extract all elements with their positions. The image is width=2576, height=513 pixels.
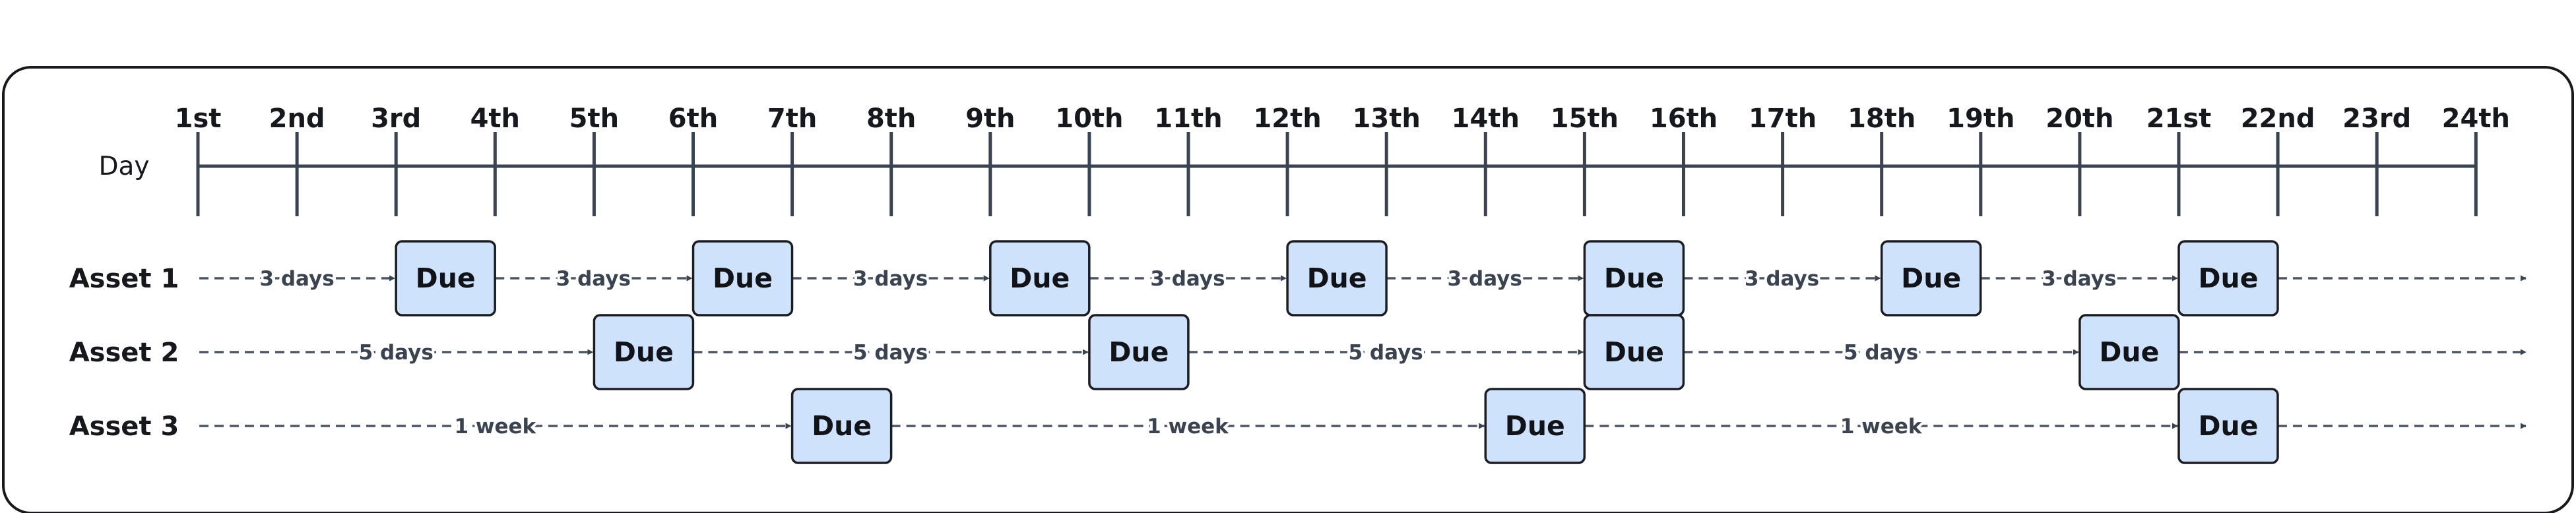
tick-label: 9th — [965, 104, 1015, 134]
interval-label: 5 days — [359, 341, 434, 365]
interval-label: 1 week — [1147, 415, 1229, 438]
interval-label: 3 days — [853, 267, 928, 291]
tick-label: 21st — [2146, 104, 2212, 134]
due-label: Due — [1505, 410, 1565, 442]
tick-label: 17th — [1749, 104, 1817, 134]
due-label: Due — [713, 262, 773, 294]
due-box — [2078, 314, 2180, 390]
tick-label: 20th — [2045, 104, 2113, 134]
due-marker: Due — [1583, 314, 1685, 390]
due-label: Due — [416, 262, 476, 294]
due-label: Due — [2099, 336, 2159, 368]
interval-label: 1 week — [1840, 415, 1923, 438]
due-marker: Due — [692, 240, 794, 317]
due-marker: Due — [2078, 314, 2180, 390]
due-label: Due — [614, 336, 674, 368]
tick-label: 3rd — [371, 104, 421, 134]
tick-label: 12th — [1253, 104, 1321, 134]
due-box — [1484, 388, 1586, 464]
due-label: Due — [1109, 336, 1169, 368]
tick-label: 23rd — [2342, 104, 2411, 134]
timeline-ticks: 1st 2nd 3rd 4th 5th 6th 7th 8th 9th 10th 11th 12th 1… — [175, 104, 2510, 216]
tick-label: 1st — [175, 104, 222, 134]
due-box — [2177, 388, 2279, 464]
tick-label: 7th — [767, 104, 817, 134]
due-marker: Due — [1583, 240, 1685, 317]
due-box — [1286, 240, 1388, 317]
asset-row: Asset 1 3 days 3 days 3 days 3 days 3 days 3 d… — [69, 240, 2527, 317]
asset-rows: Asset 1 3 days 3 days 3 days 3 days 3 days 3 d… — [69, 240, 2527, 464]
due-box — [2177, 240, 2279, 317]
due-box — [1088, 314, 1190, 390]
asset-label: Asset 1 — [69, 264, 179, 294]
due-label: Due — [2198, 410, 2258, 442]
due-marker: Due — [395, 240, 496, 317]
asset-row: Asset 3 1 week 1 week 1 week Due Due Due — [69, 388, 2527, 464]
due-label: Due — [1604, 262, 1664, 294]
tick-label: 14th — [1452, 104, 1520, 134]
interval-label: 3 days — [1745, 267, 1819, 291]
due-box — [593, 314, 695, 390]
tick-label: 8th — [866, 104, 916, 134]
due-label: Due — [812, 410, 872, 442]
asset-label: Asset 3 — [69, 411, 179, 442]
interval-label: 3 days — [556, 267, 631, 291]
tick-label: 15th — [1551, 104, 1619, 134]
due-marker: Due — [1484, 388, 1586, 464]
due-marker: Due — [593, 314, 695, 390]
due-marker: Due — [2177, 240, 2279, 317]
due-marker: Due — [1880, 240, 1982, 317]
tick-label: 19th — [1947, 104, 2014, 134]
asset-row: Asset 2 5 days 5 days 5 days 5 days Due Due Due… — [69, 314, 2527, 390]
tick-label: 16th — [1650, 104, 1718, 134]
interval-label: 3 days — [1150, 267, 1225, 291]
due-marker: Due — [1088, 314, 1190, 390]
tick-label: 4th — [470, 104, 520, 134]
due-label: Due — [1010, 262, 1070, 294]
due-label: Due — [1307, 262, 1367, 294]
tick-label: 24th — [2442, 104, 2510, 134]
due-box — [790, 388, 893, 464]
tick-label: 6th — [668, 104, 718, 134]
tick-label: 11th — [1154, 104, 1222, 134]
tick-label: 13th — [1353, 104, 1421, 134]
due-marker: Due — [790, 388, 893, 464]
interval-label: 3 days — [1448, 267, 1522, 291]
due-box — [1583, 314, 1685, 390]
due-label: Due — [1604, 336, 1664, 368]
interval-label: 3 days — [2042, 267, 2116, 291]
interval-label: 5 days — [853, 341, 928, 365]
tick-label: 18th — [1848, 104, 1916, 134]
due-box — [1880, 240, 1982, 317]
interval-label: 1 week — [454, 415, 536, 438]
asset-label: Asset 2 — [69, 338, 179, 368]
tick-label: 22nd — [2241, 104, 2315, 134]
due-marker: Due — [989, 240, 1091, 317]
tick-label: 5th — [569, 104, 619, 134]
due-label: Due — [1901, 262, 1961, 294]
interval-label: 5 days — [1349, 341, 1423, 365]
due-marker: Due — [1286, 240, 1388, 317]
due-label: Due — [2198, 262, 2258, 294]
due-box — [692, 240, 794, 317]
axis-title: Day — [98, 152, 149, 181]
interval-label: 3 days — [260, 267, 335, 291]
tick-label: 2nd — [269, 104, 325, 134]
due-box — [989, 240, 1091, 317]
due-marker: Due — [2177, 388, 2279, 464]
due-box — [395, 240, 496, 317]
interval-label: 5 days — [1844, 341, 1918, 365]
tick-label: 10th — [1055, 104, 1123, 134]
